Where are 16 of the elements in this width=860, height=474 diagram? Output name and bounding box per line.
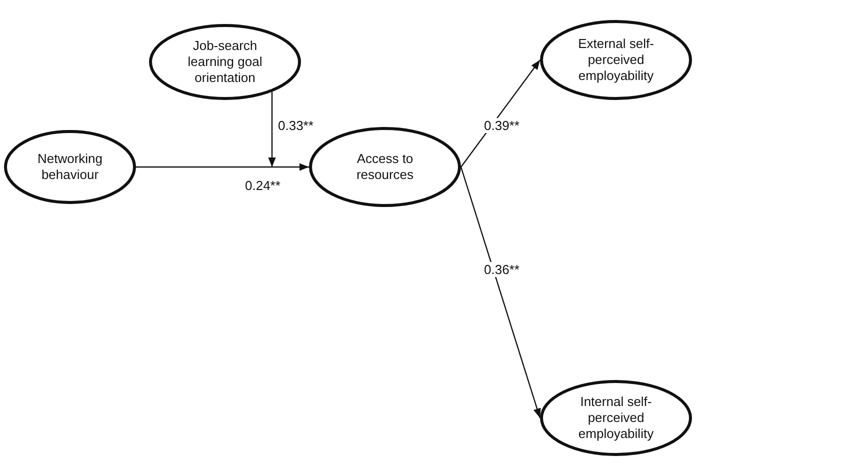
construct-ellipse	[540, 380, 692, 456]
path-coefficient: 0.33**	[277, 118, 314, 133]
arrow	[268, 92, 276, 167]
path-coefficient: 0.39**	[483, 118, 520, 133]
construct-label: Networking behaviour	[36, 151, 104, 183]
arrow	[460, 166, 541, 418]
construct-label: Access to resources	[355, 151, 415, 183]
arrow	[136, 163, 309, 171]
construct-ellipse	[540, 20, 692, 100]
construct-label: External self-perceived employability	[577, 36, 655, 84]
construct-ellipse	[149, 24, 301, 100]
construct-label: Internal self-perceived employability	[577, 394, 655, 442]
path-coefficient: 0.24**	[244, 178, 282, 193]
path-coefficient: 0.36**	[483, 262, 520, 277]
construct-label: Job-search learning goal orientation	[186, 38, 264, 86]
construct-ellipse	[4, 130, 136, 204]
